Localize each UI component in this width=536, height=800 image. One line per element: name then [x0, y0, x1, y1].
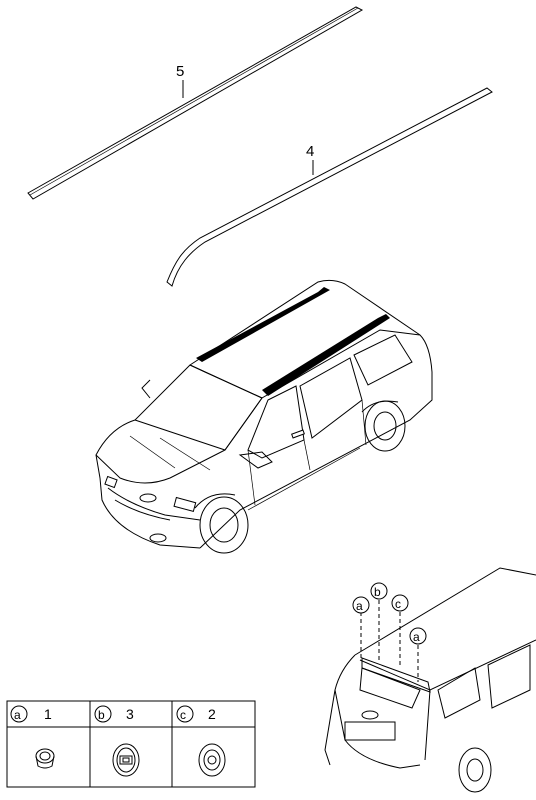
svg-text:a: a	[356, 599, 363, 613]
marker-a-left: a	[352, 596, 370, 614]
clip-a-icon	[35, 748, 55, 769]
roof-molding-5: 5	[27, 6, 364, 200]
rear-hatch-detail: a b c a	[324, 567, 536, 793]
legend-table: a 1 b 3 c 2	[6, 700, 256, 788]
legend-cell-c: c 2	[176, 705, 226, 777]
roof-molding-4: 4	[166, 87, 493, 287]
clip-b-icon	[112, 743, 140, 777]
callout-4: 4	[306, 143, 314, 160]
svg-text:c: c	[395, 597, 401, 611]
legend-cell-b: b 3	[94, 705, 140, 777]
legend-cell-a: a 1	[10, 705, 55, 769]
svg-text:1: 1	[44, 706, 52, 722]
svg-text:a: a	[413, 630, 420, 644]
svg-text:a: a	[14, 708, 21, 722]
marker-c: c	[391, 594, 409, 612]
svg-text:b: b	[374, 585, 381, 599]
svg-text:b: b	[98, 708, 105, 722]
marker-a-right: a	[409, 627, 427, 645]
marker-b: b	[370, 582, 388, 600]
clip-c-icon	[198, 743, 226, 777]
svg-text:2: 2	[208, 706, 216, 722]
callout-5: 5	[176, 63, 184, 80]
svg-text:c: c	[180, 708, 186, 722]
minivan-illustration	[95, 279, 433, 554]
svg-text:3: 3	[126, 706, 134, 722]
